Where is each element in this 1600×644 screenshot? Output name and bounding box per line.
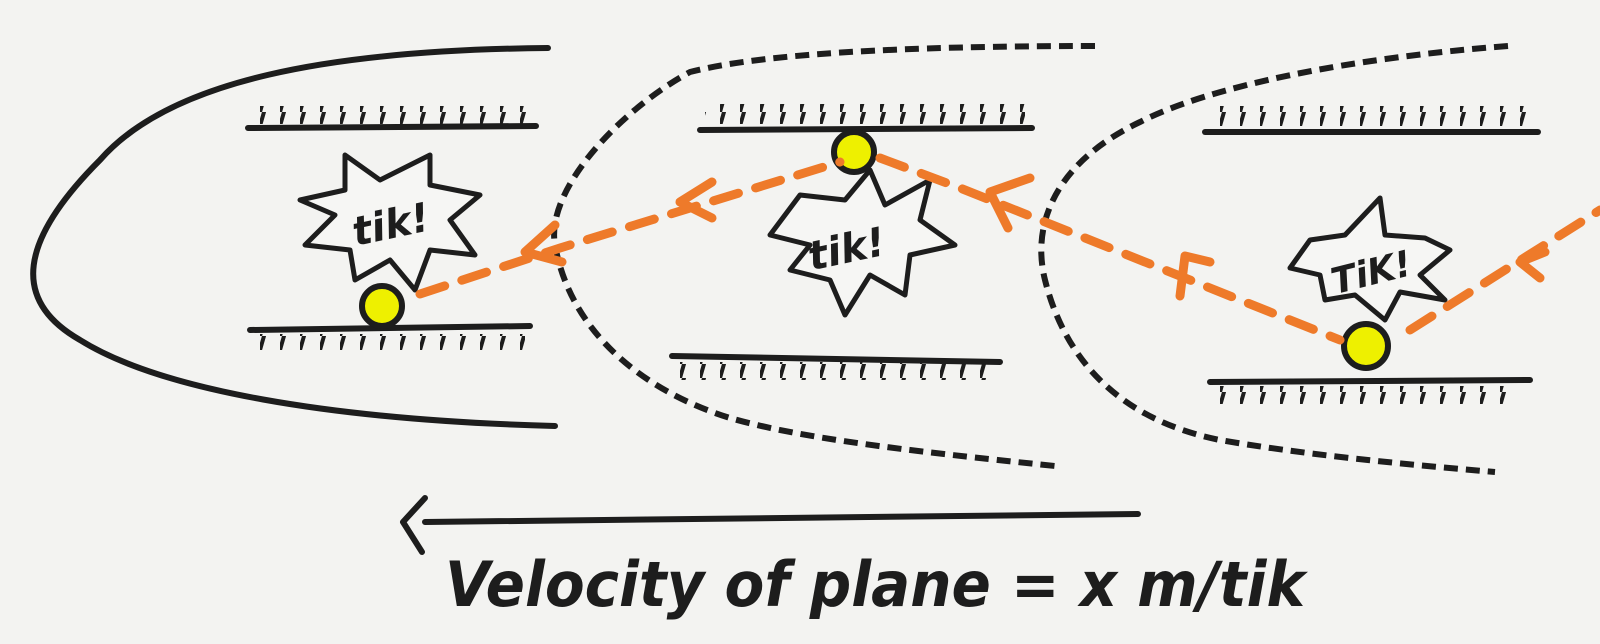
plane-2-bottom-mirror bbox=[669, 353, 1003, 380]
plane-2-top-mirror bbox=[697, 104, 1035, 133]
plane-2-outline bbox=[551, 43, 1096, 469]
chevron-arrow-icon-3 bbox=[985, 173, 1035, 233]
star-burst-icon-1 bbox=[297, 152, 483, 293]
ball-icon-3 bbox=[1341, 321, 1391, 371]
chevron-arrow-icon-4 bbox=[1175, 251, 1215, 301]
ball-path-segment-3 bbox=[1405, 205, 1600, 335]
velocity-label: Velocity of plane = x m/tik bbox=[445, 548, 1309, 621]
chevron-arrow-icon-2 bbox=[675, 177, 717, 223]
star-burst-icon-2 bbox=[767, 167, 958, 318]
plane-1-outline bbox=[30, 45, 558, 429]
plane-2: tik! bbox=[551, 43, 1096, 469]
plane-3-outline bbox=[1038, 43, 1509, 475]
plane-1-bottom-mirror bbox=[247, 323, 533, 350]
ball-path-segment-1 bbox=[415, 157, 845, 299]
chevron-arrow-icon-5 bbox=[1515, 247, 1550, 283]
ball-path bbox=[415, 153, 1600, 345]
star-burst-icon-3 bbox=[1287, 195, 1453, 323]
velocity-arrow bbox=[400, 495, 1141, 555]
ball-icon-1 bbox=[359, 283, 405, 329]
plane-3-top-mirror bbox=[1202, 106, 1541, 135]
ball-path-segment-2 bbox=[875, 153, 1345, 345]
plane-1-top-mirror bbox=[245, 106, 539, 131]
plane-3-bottom-mirror bbox=[1207, 377, 1533, 404]
plane-3: TiK! bbox=[1038, 43, 1541, 475]
chevron-arrow-icon-1 bbox=[520, 220, 567, 267]
plane-1: tik! bbox=[30, 45, 558, 429]
